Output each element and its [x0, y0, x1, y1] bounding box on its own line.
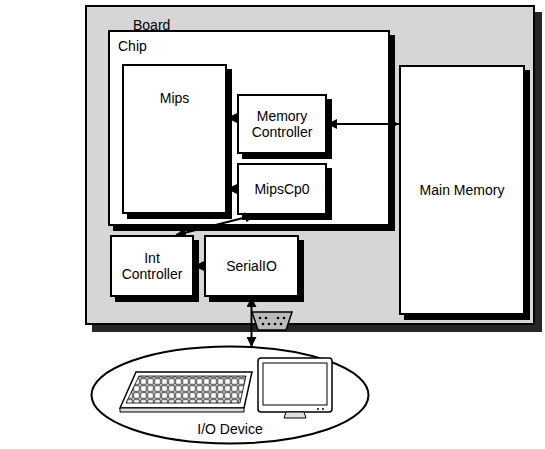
controller-box: Int Controller: [110, 235, 194, 297]
processor-box: Mips: [122, 64, 227, 214]
bus-arrow: [227, 117, 237, 119]
node-label: I/O Device: [90, 421, 370, 437]
bus-arrow: [194, 265, 204, 267]
memory-box: Main Memory: [399, 65, 525, 315]
bus-arrow: [327, 123, 399, 125]
serial-connector: [252, 312, 292, 330]
coprocessor-box: MipsCp0: [237, 163, 327, 215]
node-label: SerialIO: [212, 258, 291, 274]
node-label: Mips: [130, 90, 219, 106]
node-label: Memory Controller: [245, 108, 319, 140]
device-ellipse: I/O Device: [90, 345, 370, 445]
serial-box: SerialIO: [204, 235, 299, 297]
monitor-icon: [258, 358, 332, 418]
bus-arrow: [227, 188, 237, 190]
controller-box: Memory Controller: [237, 94, 327, 154]
heading-label: Chip: [118, 38, 388, 54]
chip-box: ChipMipsMemory ControllerMipsCp0: [108, 30, 390, 226]
bus-arrow: [176, 215, 255, 235]
bus-arrow: [251, 297, 253, 347]
node-label: Int Controller: [118, 250, 186, 282]
board-panel: BoardChipMipsMemory ControllerMipsCp0Mai…: [85, 5, 535, 325]
keyboard-icon: [120, 372, 252, 412]
heading-label: Board: [133, 17, 533, 33]
node-label: Main Memory: [409, 182, 515, 198]
node-label: MipsCp0: [245, 181, 319, 197]
